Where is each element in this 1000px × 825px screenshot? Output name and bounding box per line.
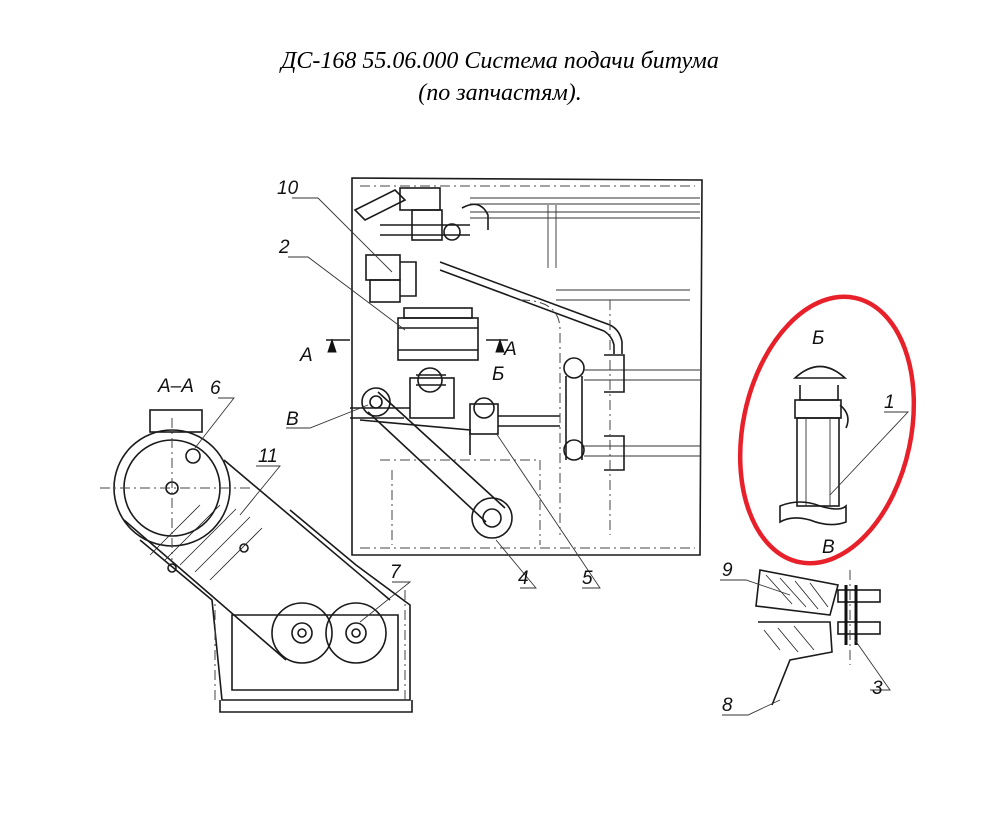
highlight-ellipse: [737, 294, 917, 566]
main-assembly: [326, 177, 703, 556]
callout-11: 11: [258, 446, 278, 467]
callout-2: 2: [278, 237, 290, 258]
detail-b: [779, 365, 849, 526]
callout-4: 4: [518, 568, 529, 589]
cut-label-a-left: А: [299, 345, 313, 366]
callout-5: 5: [582, 568, 593, 589]
cut-label-b: Б: [492, 364, 504, 385]
detail-9-8-3: [755, 569, 881, 706]
callout-1: 1: [884, 392, 895, 413]
section-label-aa: А–А: [157, 376, 194, 397]
callout-7: 7: [390, 562, 402, 583]
detail-label-b-bottom: В: [822, 537, 835, 558]
callout-3: 3: [872, 678, 883, 699]
callout-9: 9: [722, 560, 733, 581]
page-title: ДС-168 55.06.000 Система подачи битума: [281, 48, 719, 74]
leader-lines: [194, 197, 910, 716]
detail-label-b-top: Б: [812, 328, 824, 349]
section-a-a: [100, 409, 413, 713]
view-label-v: В: [286, 409, 299, 430]
page-subtitle: (по запчастям).: [418, 80, 582, 106]
callout-8: 8: [722, 695, 733, 716]
callout-6: 6: [210, 378, 221, 399]
cut-label-a-right: А: [503, 339, 517, 360]
callout-10: 10: [277, 178, 299, 199]
